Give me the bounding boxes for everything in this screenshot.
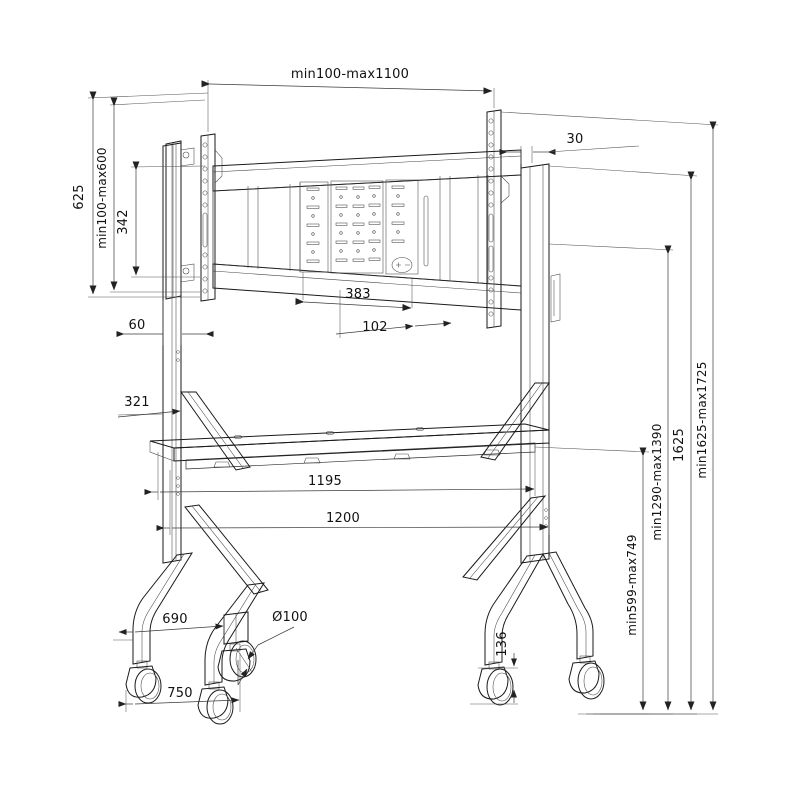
dim-label-caster-height: 136 — [495, 631, 510, 656]
dim-label-bracket-offset: 30 — [567, 132, 584, 147]
stand-geometry — [125, 109, 605, 725]
dim-label-screen-center: min1290-max1390 — [650, 423, 664, 540]
base-left — [125, 552, 265, 725]
dim-plate-width: 383 — [295, 272, 413, 312]
dim-label-base-width: 1200 — [326, 511, 360, 526]
dim-total-left-height: 625 — [72, 91, 209, 298]
dim-label-vesa-width: min100-max1100 — [291, 67, 409, 82]
dim-label-column-offset: 60 — [129, 318, 146, 333]
caster-rear-left — [125, 660, 162, 704]
vesa-rail-right — [486, 109, 510, 329]
dim-label-plate-width: 383 — [345, 287, 370, 302]
dim-label-shelf-width: 1195 — [308, 474, 342, 489]
dim-label-total-height: min1625-max1725 — [695, 361, 709, 478]
vesa-rail-left — [200, 133, 223, 302]
dim-column-height: 1625 — [548, 165, 698, 715]
dim-base-depth: 750 — [118, 653, 241, 712]
dim-shelf-height: min599-max749 — [534, 446, 650, 715]
dim-label-plate-detail: 102 — [362, 320, 387, 335]
dim-screen-center: min1290-max1390 — [548, 243, 674, 715]
dim-label-caster-diameter: Ø100 — [272, 610, 308, 625]
dim-label-vesa-height: min100-max600 — [95, 147, 109, 249]
dim-bracket-offset: 30 — [499, 132, 640, 164]
base-right — [477, 551, 605, 706]
dim-bracket-height: 342 — [116, 161, 206, 278]
dim-label-base-depth: 750 — [167, 686, 192, 701]
dim-label-total-left-height: 625 — [72, 184, 87, 209]
dim-label-column-height: 1625 — [672, 428, 687, 462]
dim-caster-height: 136 — [470, 631, 518, 705]
dim-shelf-width: 1195 — [144, 452, 536, 500]
dimension-annotations: min100-max1100 625 min100-max600 342 — [72, 67, 719, 715]
dim-column-offset: 60 — [116, 298, 214, 345]
dim-base-width: 1200 — [156, 445, 550, 535]
dim-foot-span: 690 — [113, 612, 225, 641]
dim-caster-diameter: Ø100 — [237, 610, 308, 686]
caster-front-left — [197, 681, 234, 725]
dim-plate-detail: 102 — [335, 290, 452, 338]
diagonal-braces — [180, 382, 550, 595]
dim-vesa-width: min100-max1100 — [201, 67, 495, 132]
dim-brace-offset: 321 — [117, 395, 181, 418]
dim-label-bracket-height: 342 — [116, 209, 131, 234]
dim-label-brace-offset: 321 — [124, 395, 149, 410]
dim-vesa-height: min100-max600 — [95, 97, 206, 293]
column-left — [162, 142, 182, 564]
caster-right-rear — [568, 655, 605, 700]
dim-label-foot-span: 690 — [162, 612, 187, 627]
dim-label-shelf-height: min599-max749 — [625, 534, 639, 636]
caster-right-front — [477, 661, 514, 706]
